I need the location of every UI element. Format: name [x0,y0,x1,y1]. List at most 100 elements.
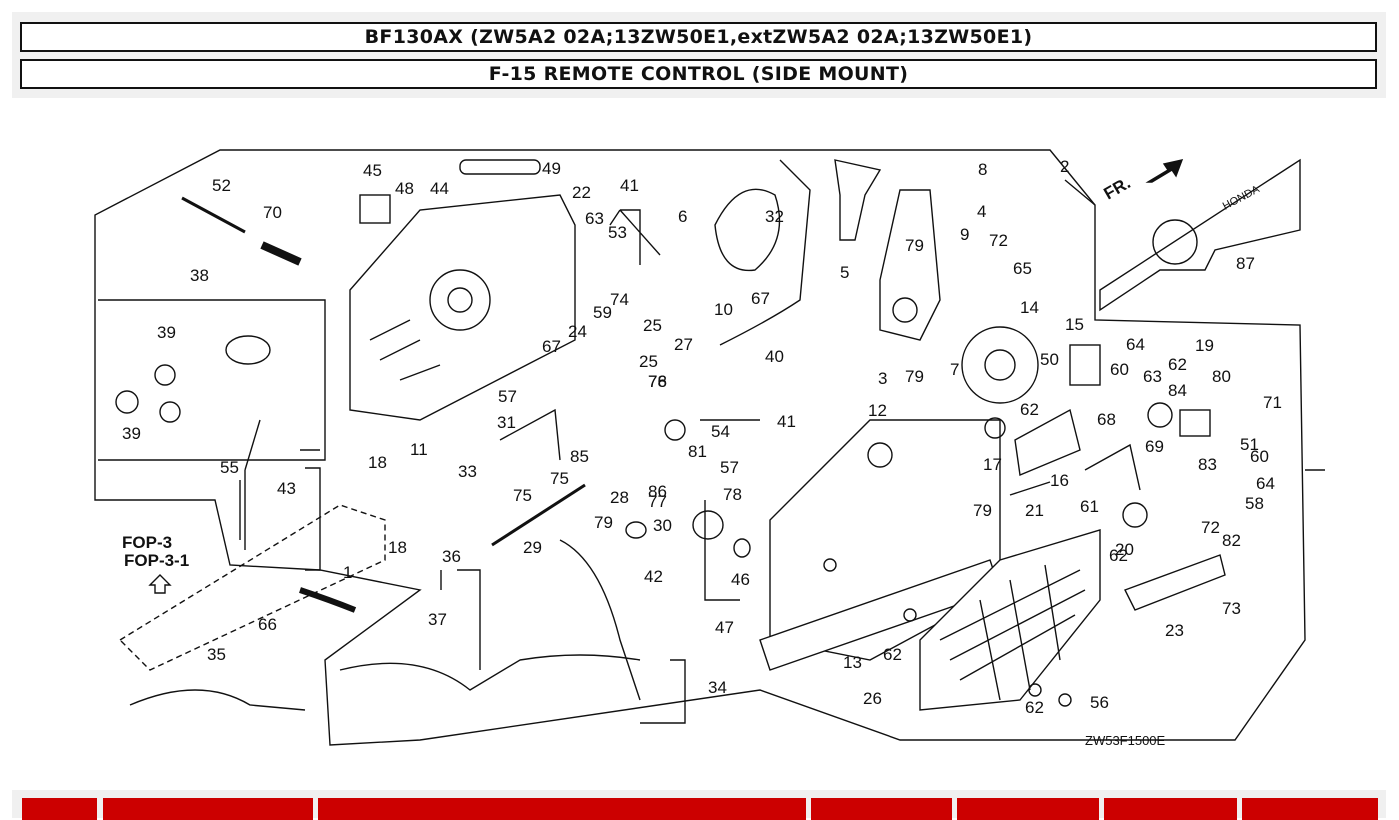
callout-37: 37 [428,610,447,629]
switch-40 [225,335,271,365]
callout-57: 57 [498,387,517,406]
callout-12: 12 [868,401,887,420]
callout-30: 30 [653,516,672,535]
bar-24 [1124,554,1226,611]
cable-box [118,504,386,671]
callout-86: 86 [648,482,667,501]
callout-34: 34 [708,678,727,697]
bracket-16 [1014,408,1081,476]
callout-63: 63 [1143,367,1162,386]
callout-28: 28 [610,488,629,507]
callout-45: 45 [363,161,382,180]
callout-79: 79 [594,513,613,532]
callout-6: 6 [678,207,687,226]
table-header-cell [22,798,97,820]
callout-88: 88 [0,0,19,4]
lever-3 [879,189,941,341]
leaders [300,179,1325,724]
callout-81: 81 [688,442,707,461]
callout-67: 67 [751,289,770,308]
callout-17: 17 [983,455,1002,474]
part-21 [1122,502,1148,528]
callout-23: 23 [1165,621,1184,640]
callout-40: 40 [765,347,784,366]
callout-58: 58 [1245,494,1264,513]
callout-59: 59 [593,303,612,322]
callout-75: 75 [550,469,569,488]
callout-72: 72 [1201,518,1220,537]
callout-64: 64 [1126,335,1145,354]
part-53 [459,159,541,175]
part-20 [1179,409,1211,437]
callout-62: 62 [883,645,902,664]
callout-64: 64 [1256,474,1275,493]
callout-78: 78 [723,485,742,504]
tube-73 [260,241,302,266]
part-51 [692,510,724,540]
callout-18: 18 [388,538,407,557]
reference-fop3: FOP-3 [122,533,172,552]
callout-71: 71 [1263,393,1282,412]
callout-67: 67 [542,337,561,356]
table-header-cell [1242,798,1378,820]
callout-83: 83 [1198,455,1217,474]
callout-35: 35 [207,645,226,664]
callout-74: 74 [610,290,629,309]
front-marker: FR. [1101,173,1134,203]
callout-52: 52 [212,176,231,195]
callout-25: 25 [643,316,662,335]
callout-44: 44 [430,179,449,198]
callout-62: 62 [1020,400,1039,419]
part-57 [664,419,686,441]
callout-3: 3 [878,369,887,388]
callout-53: 53 [608,223,627,242]
callout-14: 14 [1020,298,1039,317]
callout-39: 39 [122,424,141,443]
table-header-cell [318,798,806,820]
callout-60: 60 [1250,447,1269,466]
part-49 [359,194,391,224]
callout-1: 1 [343,563,352,582]
callout-78: 78 [648,372,667,391]
callout-54: 54 [711,422,730,441]
ring-6 [714,188,781,272]
callout-41: 41 [777,412,796,431]
callout-79: 79 [905,236,924,255]
part-50 [733,538,751,558]
callout-numbers: 1234567891011121314151617181819202122232… [0,0,1282,717]
callout-2: 2 [1060,157,1069,176]
callout-68: 68 [1097,410,1116,429]
part-59 [1058,693,1072,707]
part-65 [1147,402,1173,428]
group-box-40 [98,299,326,461]
bracket-19 [1084,443,1141,491]
callout-4: 4 [977,202,986,221]
callout-20: 20 [1115,540,1134,559]
cable-47 [244,419,261,550]
part-41-a [154,364,176,386]
handle-5 [834,159,882,241]
callout-24: 24 [568,322,587,341]
callout-65: 65 [1013,259,1032,278]
link-33 [499,408,561,461]
disc-14 [961,326,1039,404]
harness-42 [719,159,811,346]
part-45 [625,521,647,539]
callout-33: 33 [458,462,477,481]
callout-73: 73 [1222,599,1241,618]
part-90-plate: HONDA [1099,158,1301,312]
part-41-b [159,401,181,423]
callout-7: 7 [950,360,959,379]
callout-56: 56 [1090,693,1109,712]
callout-72: 72 [989,231,1008,250]
callout-80: 80 [1212,367,1231,386]
ring-40 [115,390,139,414]
callout-38: 38 [190,266,209,285]
callout-61: 61 [1080,497,1099,516]
callout-57: 57 [720,458,739,477]
section-title: F-15 REMOTE CONTROL (SIDE MOUNT) [20,59,1377,89]
table-header-cell [103,798,313,820]
callout-49: 49 [542,159,561,178]
callout-77: 77 [648,492,667,511]
